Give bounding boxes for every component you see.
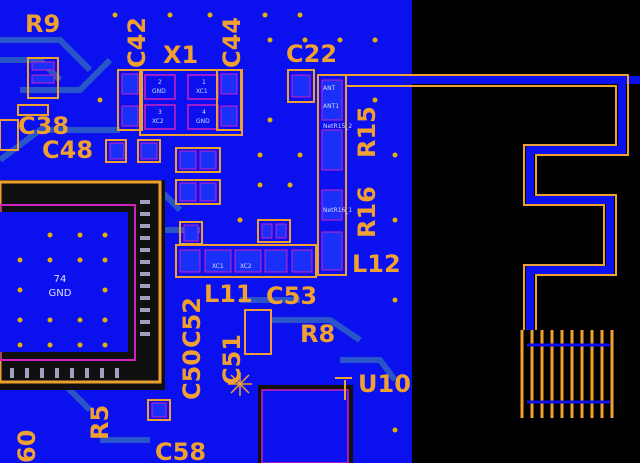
u10-chip [258, 377, 353, 463]
label-c22: C22 [286, 40, 337, 68]
label-r5: R5 [86, 405, 114, 440]
label-l11: L11 [204, 280, 253, 308]
pad-3-net: XC2 [152, 118, 164, 125]
antenna-trace [345, 76, 640, 330]
pad-1-num: 1 [202, 79, 206, 86]
label-l12: L12 [352, 250, 401, 278]
ic-pins [10, 200, 150, 378]
label-c51: C51 [218, 334, 246, 385]
net-labels: ANT ANT1 NetR15_2 NetR16_1 XC1 XC2 [212, 85, 352, 270]
pad-2-net: GND [152, 88, 166, 95]
label-x1: X1 [163, 41, 198, 69]
pad-3-num: 3 [158, 109, 162, 116]
label-r8: R8 [300, 320, 335, 348]
label-c60: 60 [13, 430, 41, 463]
component-pads [31, 61, 343, 418]
net-ant1: ANT1 [323, 103, 339, 110]
label-u10: U10 [358, 370, 411, 398]
net-xc2: XC2 [240, 263, 252, 270]
pad-1-net: XC1 [196, 88, 208, 95]
net-ant: ANT [323, 85, 336, 92]
label-r16: R16 [353, 186, 381, 238]
crystal-pad-2 [144, 74, 176, 100]
label-c58: C58 [155, 438, 206, 463]
net-xc1: XC1 [212, 263, 224, 270]
label-c38: C38 [18, 112, 69, 140]
net-r15: NetR15_2 [323, 123, 352, 130]
pad-4-num: 4 [202, 109, 206, 116]
crystal-pad-3 [144, 104, 176, 130]
net-r16: NetR16_1 [323, 207, 352, 214]
antenna-comb-blue [527, 343, 610, 404]
ic-pad-number: 74 [54, 274, 67, 285]
label-c53: C53 [266, 282, 317, 310]
main-ic: 74 GND [0, 180, 165, 390]
label-r9: R9 [25, 10, 60, 38]
cursor-crosshair-icon [228, 372, 252, 396]
label-c52: C52 [178, 297, 206, 348]
passive-components [0, 57, 347, 421]
antenna-keepout-area [412, 0, 640, 463]
ic-pad-net: GND [49, 288, 72, 299]
silkscreen-labels: R9 C42 X1 C44 C22 C38 C48 R15 R16 L12 L1… [13, 10, 411, 463]
pad-2-num: 2 [158, 79, 162, 86]
antenna-outline [345, 74, 629, 330]
label-c48: C48 [42, 136, 93, 164]
crystal-pad-1 [187, 74, 219, 100]
label-r15: R15 [353, 106, 381, 158]
label-c42: C42 [123, 17, 151, 68]
pad-4-net: GND [196, 118, 210, 125]
label-c44: C44 [218, 17, 246, 68]
label-c50: C50 [178, 349, 206, 400]
vias [17, 12, 398, 433]
